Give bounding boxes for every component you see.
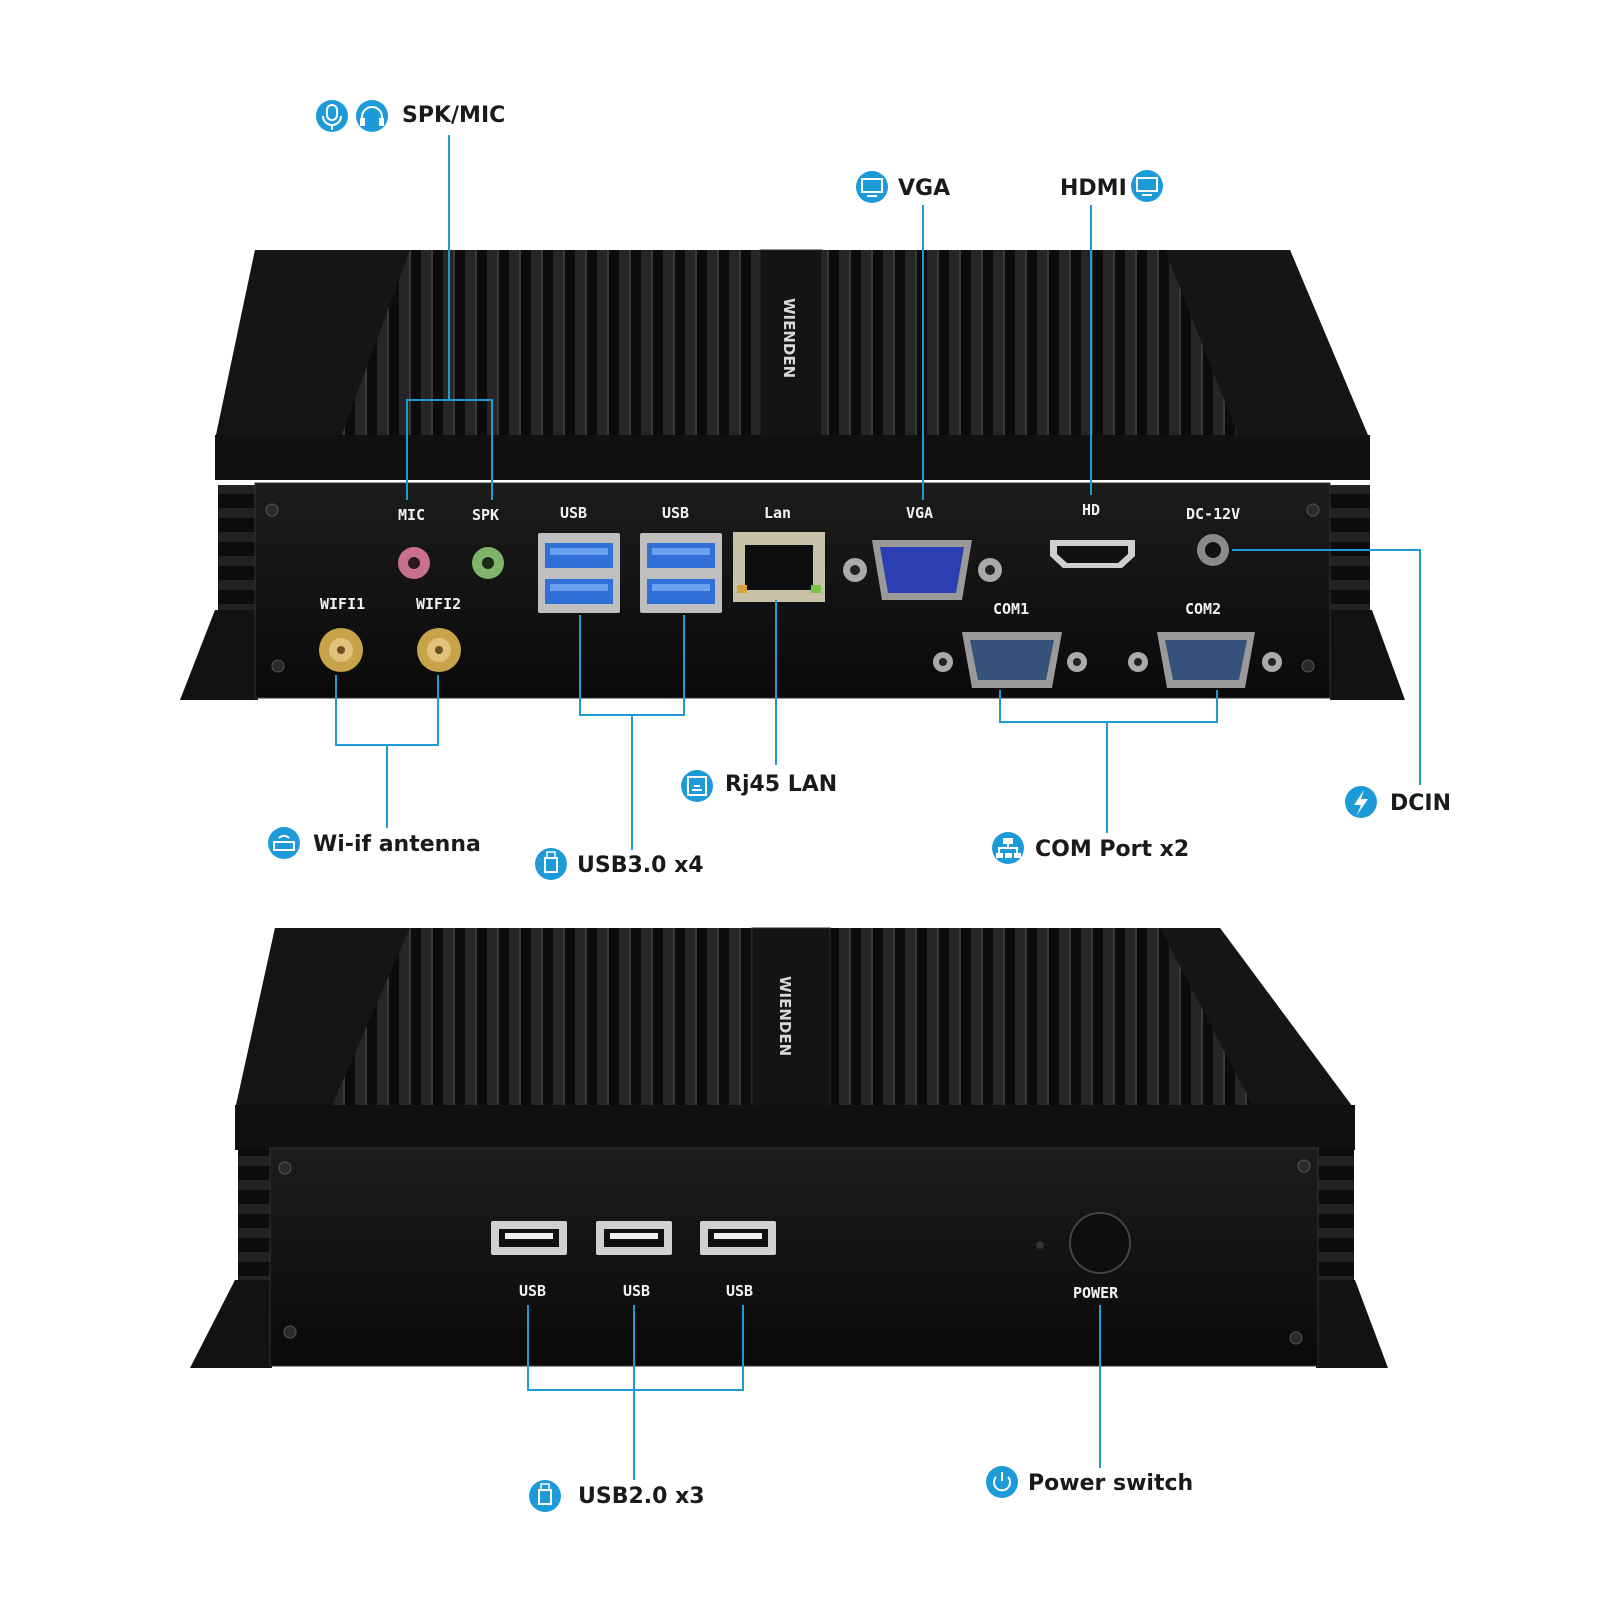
com1-port [933,632,1087,688]
screw-icon [265,503,279,517]
callout-usb20: USB2.0 x3 [578,1484,705,1509]
callout-hdmi: HDMI [1060,176,1127,201]
heatsink-left-rail [215,250,410,440]
usb-stick-icon [535,848,567,880]
label-lan: Lan [764,504,791,522]
power-button [1069,1212,1131,1274]
mount-foot-left [180,610,258,700]
heatsink-right-rail [1160,928,1355,1110]
label-wifi2: WIFI2 [416,595,461,613]
network-tree-icon [992,832,1024,864]
heatsink-right-rail [1165,250,1370,440]
screw-icon [1297,1159,1311,1173]
screw-icon [283,1325,297,1339]
chassis-lip [215,435,1370,480]
rear-unit: WIENDEN MIC SPK USB USB Lan VGA HD DC-12… [180,249,1405,700]
label-power: POWER [1073,1284,1119,1302]
callout-com-ports: COM Port x2 [1035,837,1189,862]
brand-plate [759,249,823,446]
label-usb-2: USB [623,1282,650,1300]
usb3-stack-a [538,533,620,613]
label-com1: COM1 [993,600,1029,618]
com2-port [1128,632,1282,688]
callout-rj45: Rj45 LAN [725,772,837,797]
microphone-icon [316,100,348,132]
label-usb-a: USB [560,504,587,522]
label-spk: SPK [472,506,499,524]
screw-icon [1301,659,1315,673]
screw-icon [1306,503,1320,517]
router-icon [268,827,300,859]
status-led [1036,1241,1044,1249]
hdmi-port [1050,540,1135,568]
label-usb-3: USB [726,1282,753,1300]
front-unit: WIENDEN USB USB USB [190,927,1388,1368]
usb2-port-3 [700,1221,776,1255]
label-mic: MIC [398,506,425,524]
vga-port [843,540,1002,600]
usb3-stack-b [640,533,722,613]
heatsink-left-rail [235,928,410,1110]
callout-spk-mic: SPK/MIC [402,103,505,128]
usb2-port-2 [596,1221,672,1255]
front-panel [269,1147,1319,1367]
mount-foot-left [190,1280,272,1368]
callout-usb30: USB3.0 x4 [577,853,704,878]
lightning-icon [1345,786,1377,818]
brand-logo: WIENDEN [780,298,798,378]
monitor-icon [856,171,888,203]
usb2-port-1 [491,1221,567,1255]
mount-foot-right [1330,610,1405,700]
usb-stick-icon [529,1480,561,1512]
monitor-icon [1131,170,1163,202]
screw-icon [271,659,285,673]
callout-dcin: DCIN [1390,791,1451,816]
screw-icon [1289,1331,1303,1345]
mount-foot-right [1316,1280,1388,1368]
label-usb-b: USB [662,504,689,522]
headphones-icon [356,100,388,132]
screw-icon [278,1161,292,1175]
rj45-port [733,532,825,602]
chassis-lip [235,1105,1355,1150]
label-vga: VGA [906,504,933,522]
callout-vga: VGA [898,176,950,201]
brand-logo: WIENDEN [776,976,794,1056]
label-wifi1: WIFI1 [320,595,365,613]
power-icon [986,1466,1018,1498]
wifi-connector-2 [417,628,461,672]
callout-wifi-antenna: Wi-if antenna [313,832,481,857]
leader-lines [335,135,1421,1480]
label-dc: DC-12V [1186,505,1240,523]
callout-power-switch: Power switch [1028,1471,1193,1496]
ethernet-icon [681,770,713,802]
wifi-connector-1 [319,628,363,672]
label-com2: COM2 [1185,600,1221,618]
label-hd: HD [1082,501,1100,519]
label-usb-1: USB [519,1282,546,1300]
brand-plate [751,927,831,1114]
